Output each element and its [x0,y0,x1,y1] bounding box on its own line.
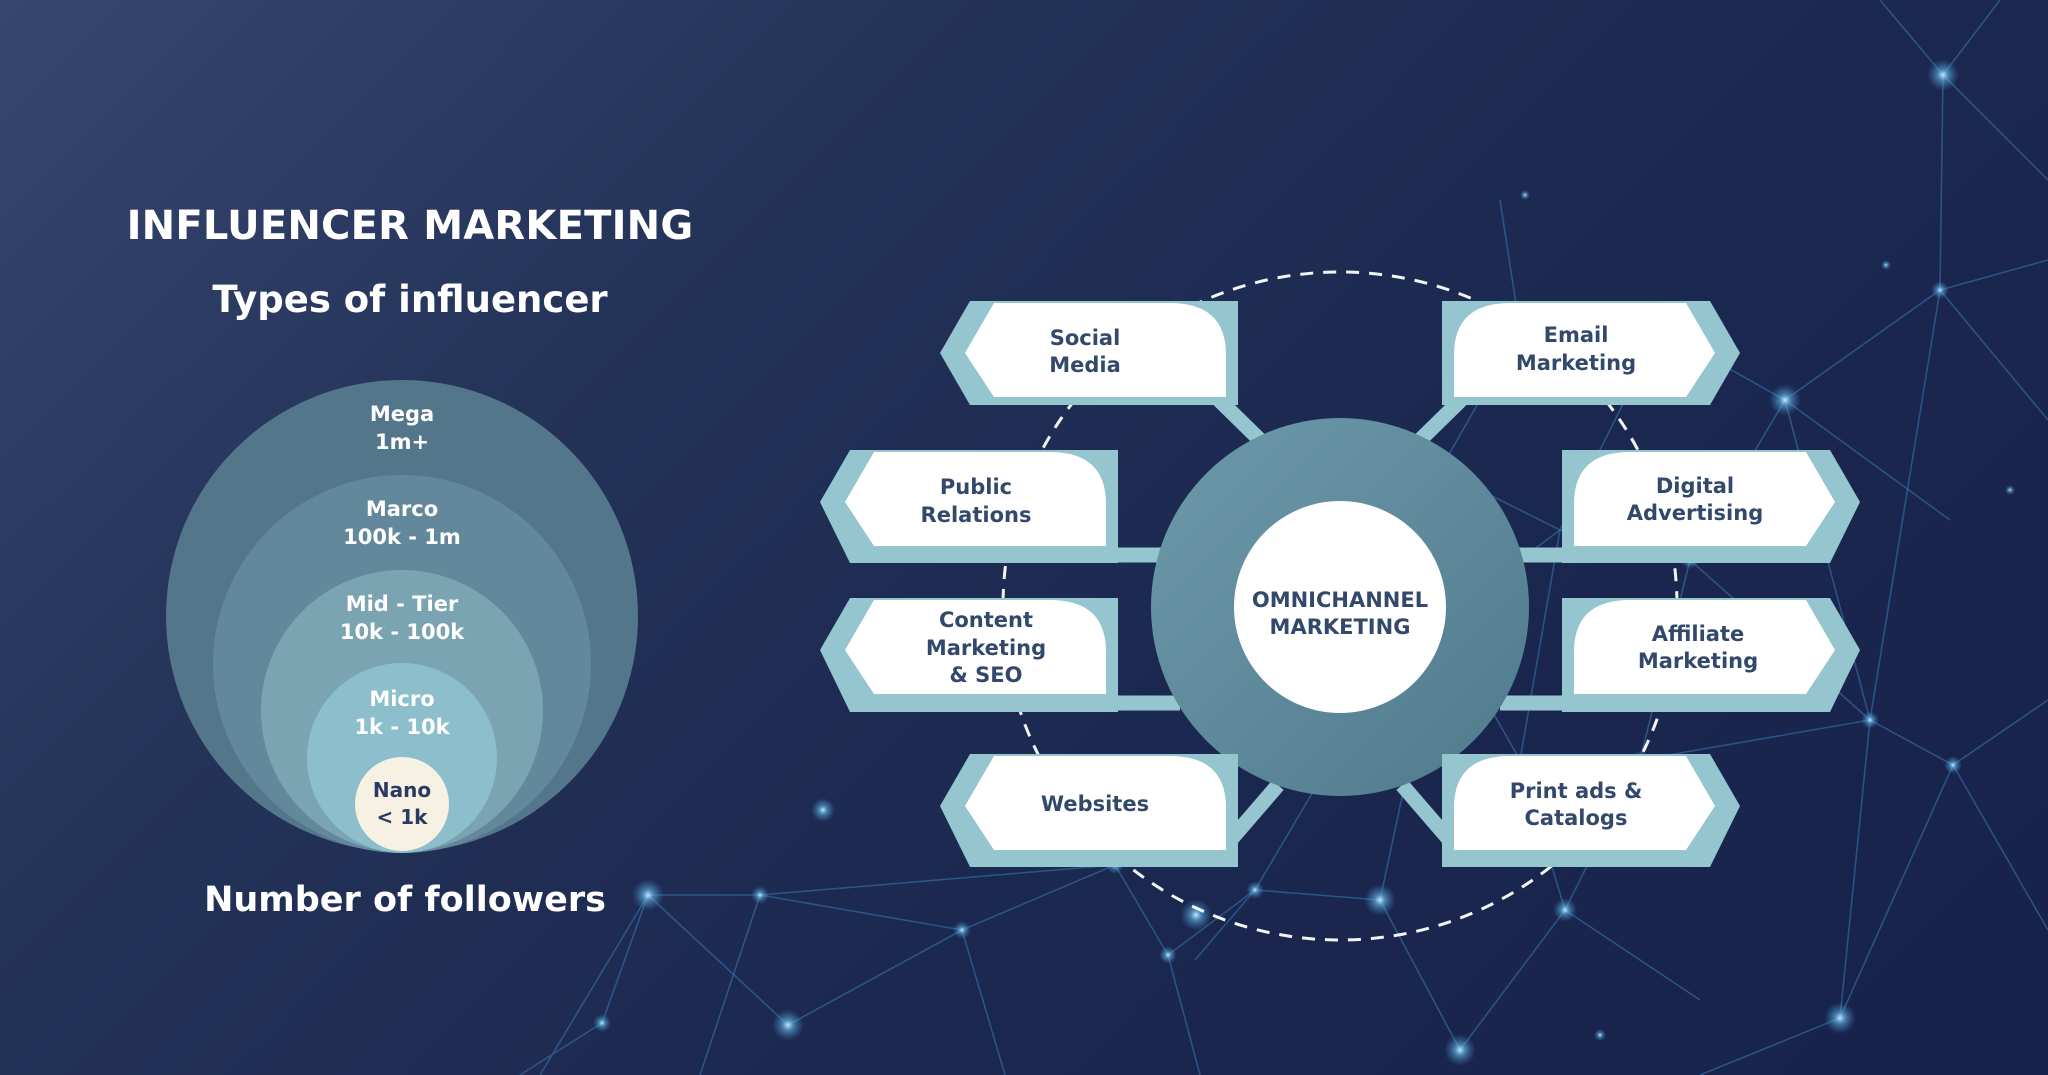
influencer-range: 100k - 1m [343,525,461,549]
channel-label: Marketing [1516,351,1636,375]
channel-public-relations: Public Relations [820,450,1118,563]
influencer-name: Nano [372,778,432,802]
channel-label: Affiliate [1652,622,1745,646]
channel-content-marketing: Content Marketing & SEO [820,598,1118,712]
channel-label: Catalogs [1525,806,1628,830]
channel-label: Social [1050,326,1121,350]
hub-label-line2: MARKETING [1270,615,1411,639]
channel-social-media: Social Media [940,301,1238,405]
influencer-circle-nano: Nano < 1k [355,757,449,851]
channel-digital-advertising: Digital Advertising [1562,450,1860,563]
channel-label: Public [940,475,1012,499]
channel-label: Content [939,608,1033,632]
influencer-range: < 1k [376,805,428,829]
channel-label: Media [1049,353,1121,377]
channel-email-marketing: Email Marketing [1442,301,1740,405]
influencer-range: 1k - 10k [354,715,450,739]
influencer-range: 1m+ [374,430,430,454]
page-title: INFLUENCER MARKETING [126,203,694,249]
hub-label-line1: OMNICHANNEL [1252,588,1428,612]
influencer-panel: INFLUENCER MARKETING Types of influencer… [0,0,820,1075]
axis-label-followers: Number of followers [204,880,606,920]
channel-label: Digital [1656,474,1734,498]
channel-label: Email [1544,323,1609,347]
influencer-range: 10k - 100k [339,620,465,644]
channel-affiliate-marketing: Affiliate Marketing [1562,598,1860,712]
hub-center [1234,501,1446,713]
channel-label: & SEO [950,663,1023,687]
channel-websites: Websites [940,754,1238,867]
channel-label: Print ads & [1510,779,1643,803]
section-subtitle: Types of influencer [212,278,608,321]
influencer-name: Mid - Tier [345,592,459,616]
channel-label: Relations [921,503,1032,527]
channel-print-ads-catalogs: Print ads & Catalogs [1442,754,1740,867]
channel-label: Websites [1041,792,1149,816]
influencer-name: Micro [369,687,435,711]
influencer-name: Marco [365,497,439,521]
channel-label: Advertising [1627,501,1764,525]
channel-label: Marketing [926,636,1046,660]
channel-label: Marketing [1638,649,1758,673]
influencer-name: Mega [369,402,435,426]
